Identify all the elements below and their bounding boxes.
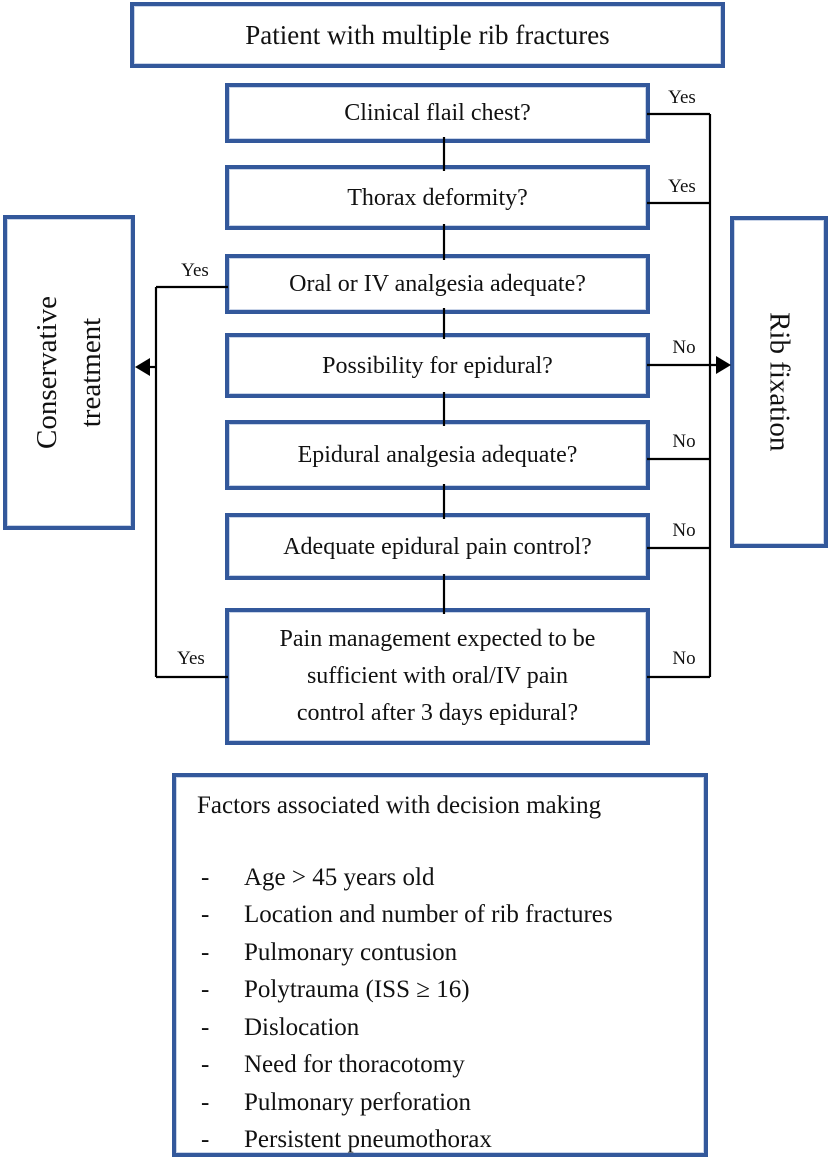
branch-label-q6-no: No [672,520,696,541]
list-item: - Need for thoracotomy [176,1047,704,1085]
factor-text: Polytrauma (ISS ≥ 16) [244,976,470,1004]
dash-bullet: - [201,1088,210,1116]
node-start: Patient with multiple rib fractures [130,2,725,68]
dash-bullet: - [201,901,210,929]
dash-bullet: - [201,1126,210,1154]
node-epidural-analgesia: Epidural analgesia adequate? [225,420,650,490]
node-possibility-epidural: Possibility for epidural? [225,333,650,398]
branch-label-q7-yes: Yes [177,648,205,669]
factor-text: Persistent pneumothorax [244,1126,492,1154]
arrow-left-icon [135,358,150,376]
list-item: - Dislocation [176,1009,704,1047]
dash-bullet: - [201,863,210,891]
branch-label-q1-yes: Yes [668,87,696,108]
factor-text: Pulmonary contusion [244,938,458,966]
arrow-right-icon [716,356,731,374]
factor-text: Location and number of rib fractures [244,901,613,929]
dash-bullet: - [201,1013,210,1041]
factors-box: Factors associated with decision making … [172,773,708,1157]
node-thorax-deformity: Thorax deformity? [225,165,650,230]
conservative-treatment-label: Conservative treatment [30,295,107,450]
factor-text: Pulmonary perforation [244,1088,472,1116]
list-item: - Pulmonary contusion [176,934,704,972]
branch-label-q7-no: No [672,648,696,669]
branch-label-q4-no: No [672,337,696,358]
branch-label-q2-yes: Yes [668,176,696,197]
list-item: - Persistent pneumothorax [176,1122,704,1159]
list-item: - Location and number of rib fractures [176,897,704,935]
branch-label-q3-yes: Yes [181,260,209,281]
list-item: - Pulmonary perforation [176,1084,704,1122]
rib-fixation-label: Rib fixation [763,312,796,452]
node-epidural-pain-control: Adequate epidural pain control? [225,513,650,580]
branch-label-q5-no: No [672,431,696,452]
node-oral-iv-analgesia: Oral or IV analgesia adequate? [225,254,650,314]
factors-title: Factors associated with decision making [197,792,602,819]
factor-text: Dislocation [244,1013,360,1041]
dash-bullet: - [201,1051,210,1079]
dash-bullet: - [201,938,210,966]
factor-text: Need for thoracotomy [244,1051,465,1079]
factors-list: - Age > 45 years old - Location and number… [176,859,704,1159]
list-item: - Polytrauma (ISS ≥ 16) [176,972,704,1010]
node-conservative-treatment: Conservative treatment [3,215,135,530]
node-rib-fixation: Rib fixation [730,216,828,548]
dash-bullet: - [201,976,210,1004]
node-clinical-flail-chest: Clinical flail chest? [225,83,650,143]
node-pain-management-3-days: Pain management expected to be sufficien… [225,608,650,745]
list-item: - Age > 45 years old [176,859,704,897]
factor-text: Age > 45 years old [244,863,435,891]
